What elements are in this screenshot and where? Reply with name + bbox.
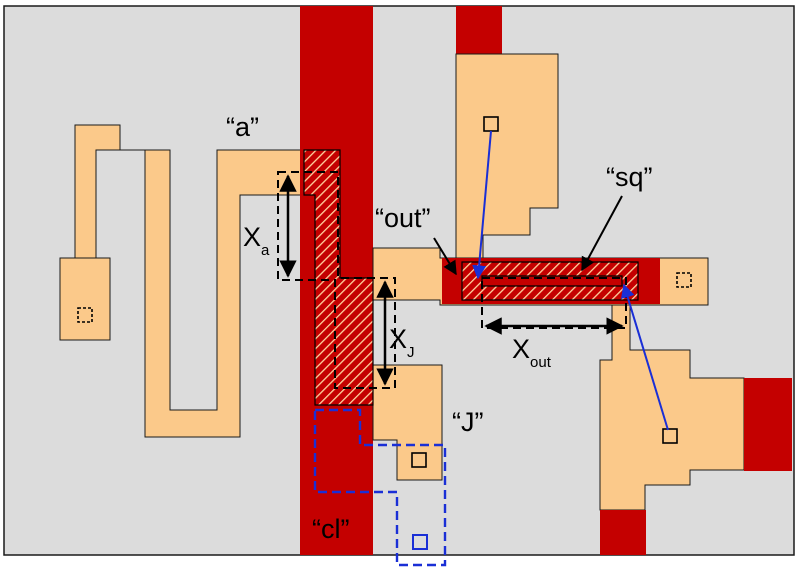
poly-tab-top — [456, 6, 502, 54]
via-lower — [662, 428, 678, 444]
dim-label-xa: Xa — [243, 222, 270, 259]
dim-label-xj: XJ — [389, 324, 415, 361]
metal-block-j — [372, 364, 443, 481]
via-left — [77, 307, 93, 323]
metal-block-lower — [599, 304, 745, 511]
dim-label-xout: Xout — [512, 334, 552, 371]
dashed-outline-blue-upper — [313, 408, 447, 567]
pointer-sq — [581, 195, 623, 272]
blue-arrow-upper — [472, 130, 492, 280]
poly-bottom-tab — [600, 510, 646, 555]
pointer-out — [433, 237, 457, 276]
metal-serpentine-a — [60, 124, 303, 438]
hatched-region-column — [303, 149, 374, 406]
label-a: “a” — [226, 112, 259, 142]
label-j: “J” — [452, 407, 483, 437]
blue-arrow-lower — [620, 283, 669, 431]
via-right-pad — [676, 272, 692, 288]
poly-right-edge — [744, 378, 792, 471]
label-sq: “sq” — [606, 162, 653, 192]
label-cl: “cl” — [312, 514, 349, 544]
dashed-outline-black — [277, 171, 396, 389]
dashed-outline-black-out — [481, 277, 627, 329]
via-j — [411, 452, 427, 468]
via-blue — [412, 534, 428, 550]
label-out: “out” — [375, 203, 431, 233]
metal-pad-left — [59, 257, 111, 341]
